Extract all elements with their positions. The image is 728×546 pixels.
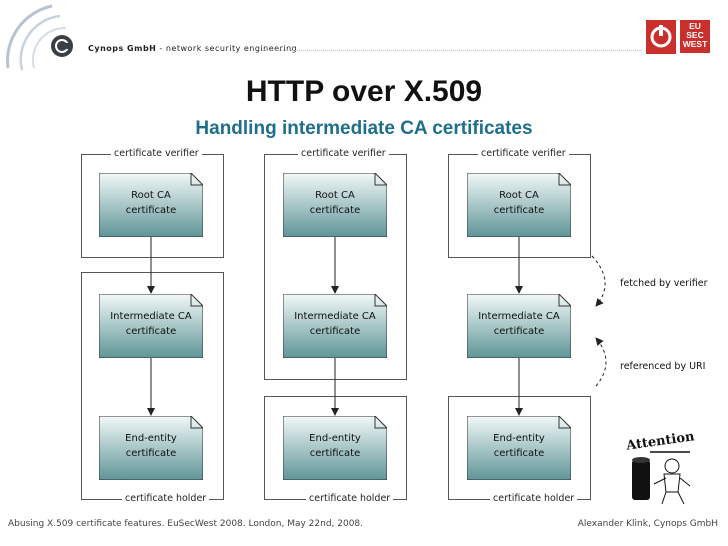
root-ca-subtitle: certificate: [99, 203, 203, 218]
root-ca-subtitle: certificate: [283, 203, 387, 218]
intermediate-ca-card-2: Intermediate CA certificate: [283, 294, 387, 358]
end-entity-card-2: End-entity certificate: [283, 416, 387, 480]
root-ca-title: Root CA: [283, 188, 387, 203]
end-entity-card-3: End-entity certificate: [467, 416, 571, 480]
end-entity-subtitle: certificate: [467, 446, 571, 461]
root-ca-card-1: Root CA certificate: [99, 173, 203, 237]
root-ca-subtitle: certificate: [467, 203, 571, 218]
intermediate-ca-card-1: Intermediate CA certificate: [99, 294, 203, 358]
root-ca-card-3: Root CA certificate: [467, 173, 571, 237]
root-ca-title: Root CA: [99, 188, 203, 203]
end-entity-title: End-entity: [283, 431, 387, 446]
power-logo-icon: [646, 20, 676, 54]
company-tagline: - network security engineering: [159, 44, 297, 53]
verifier-label-3: certificate verifier: [478, 148, 569, 159]
referenced-arc: [596, 338, 606, 386]
fetched-arc: [592, 256, 605, 306]
end-entity-card-1: End-entity certificate: [99, 416, 203, 480]
slide-subtitle: Handling intermediate CA certificates: [0, 118, 728, 140]
verifier-label-1: certificate verifier: [111, 148, 202, 159]
footer-left: Abusing X.509 certificate features. EuSe…: [8, 519, 363, 529]
intermediate-ca-title: Intermediate CA: [467, 309, 571, 324]
intermediate-ca-card-3: Intermediate CA certificate: [467, 294, 571, 358]
end-entity-subtitle: certificate: [283, 446, 387, 461]
root-ca-title: Root CA: [467, 188, 571, 203]
intermediate-ca-subtitle: certificate: [283, 324, 387, 339]
cynops-logo: [0, 0, 90, 80]
intermediate-ca-subtitle: certificate: [467, 324, 571, 339]
holder-label-1: certificate holder: [122, 493, 209, 504]
fetched-annotation: fetched by verifier: [620, 278, 707, 289]
company-name: Cynops GmbH: [88, 44, 156, 53]
header-divider: [262, 50, 642, 51]
holder-label-3: certificate holder: [490, 493, 577, 504]
holder-label-2: certificate holder: [306, 493, 393, 504]
end-entity-title: End-entity: [99, 431, 203, 446]
company-header: Cynops GmbH - network security engineeri…: [88, 44, 297, 53]
intermediate-ca-subtitle: certificate: [99, 324, 203, 339]
end-entity-subtitle: certificate: [99, 446, 203, 461]
verifier-label-2: certificate verifier: [298, 148, 389, 159]
referenced-annotation: referenced by URI: [620, 361, 705, 372]
end-entity-title: End-entity: [467, 431, 571, 446]
slide-title: HTTP over X.509: [0, 75, 728, 109]
intermediate-ca-title: Intermediate CA: [99, 309, 203, 324]
root-ca-card-2: Root CA certificate: [283, 173, 387, 237]
intermediate-ca-title: Intermediate CA: [283, 309, 387, 324]
attention-cartoon-icon: [624, 448, 704, 506]
footer-right: Alexander Klink, Cynops GmbH: [578, 519, 718, 529]
